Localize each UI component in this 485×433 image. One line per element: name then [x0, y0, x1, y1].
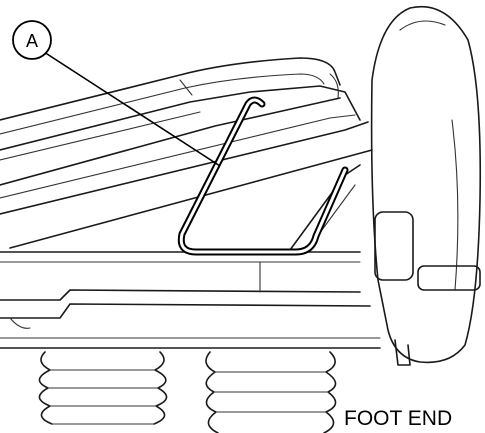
base-frame — [0, 251, 381, 349]
bellows-lift — [38, 351, 337, 433]
bracket-a — [177, 96, 349, 256]
foot-board — [370, 6, 482, 366]
inclined-leg-section — [0, 57, 373, 249]
foot-end-caption: FOOT END — [344, 407, 452, 430]
callout-a-label: A — [26, 31, 38, 51]
callout-a: A — [12, 20, 52, 60]
callout-leader-line — [43, 51, 221, 167]
